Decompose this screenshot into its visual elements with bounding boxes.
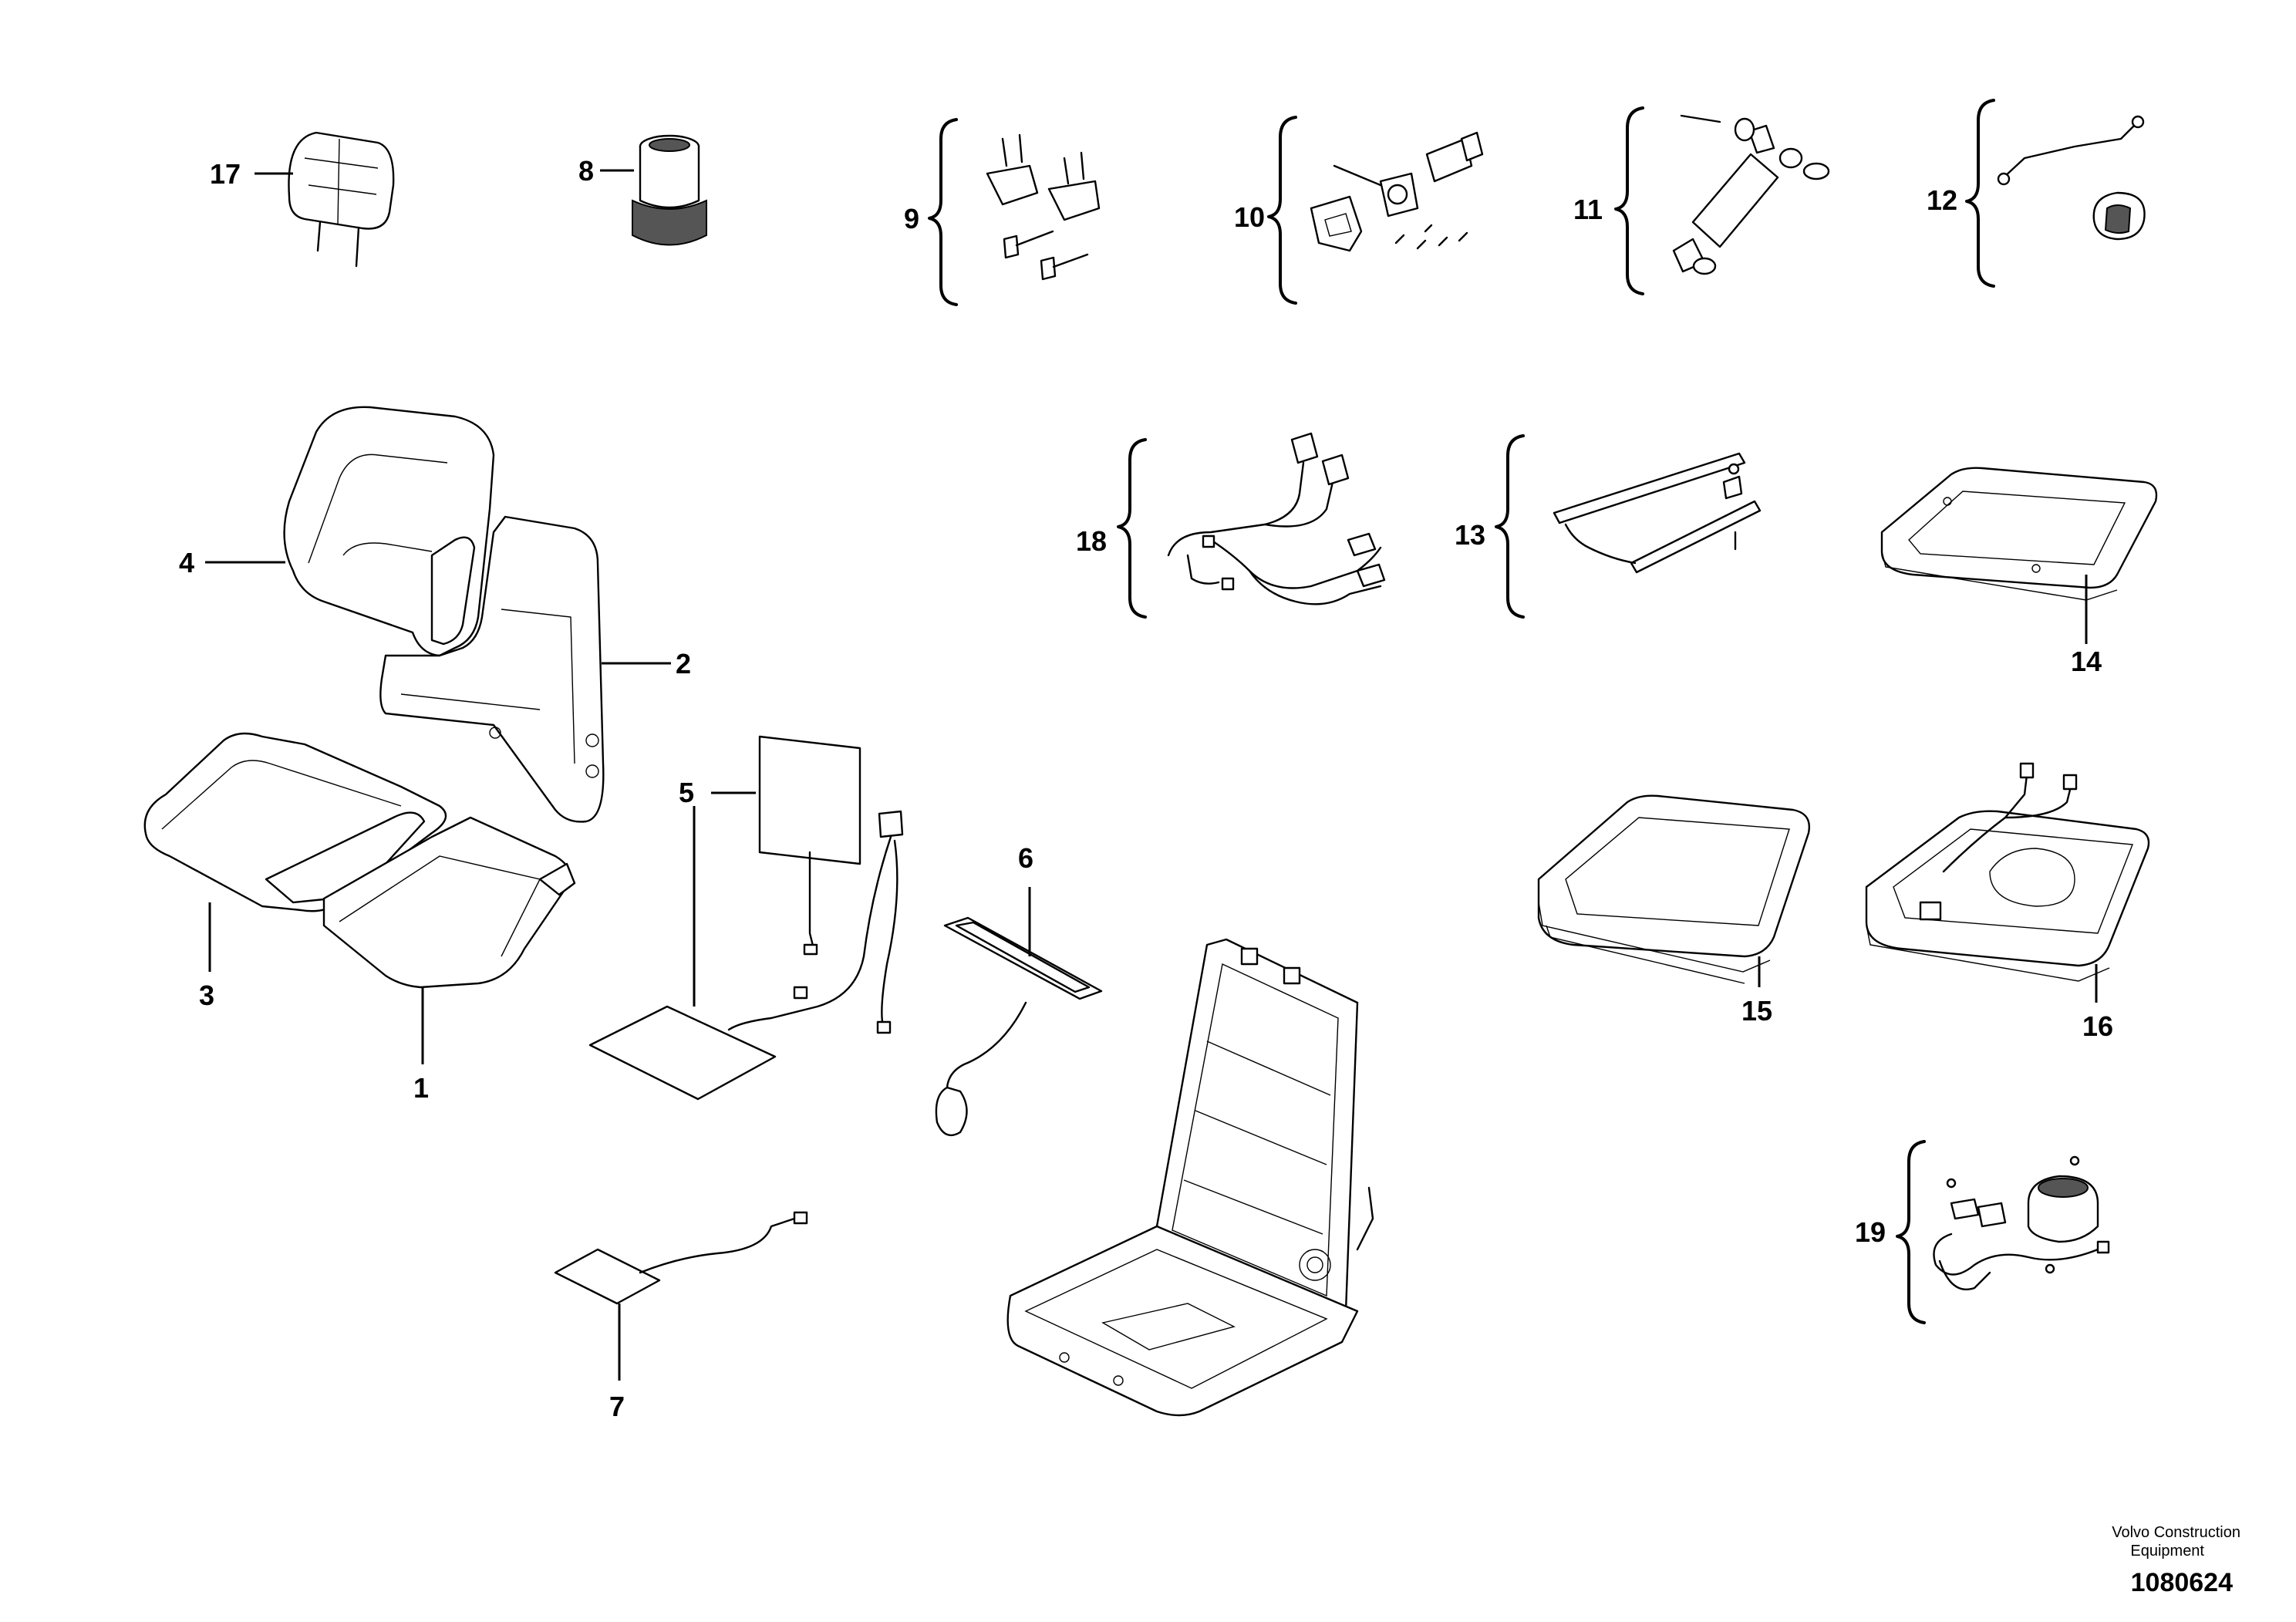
callout-11: 11 bbox=[1573, 194, 1603, 225]
part-3-seat-cushion bbox=[143, 732, 447, 912]
part-7-sensor-pad bbox=[554, 1211, 808, 1305]
brace-19 bbox=[1896, 1140, 1926, 1324]
part-2-backrest-shell bbox=[379, 515, 605, 823]
callout-10: 10 bbox=[1234, 201, 1265, 233]
callout-1: 1 bbox=[413, 1072, 429, 1104]
brace-13 bbox=[1495, 434, 1525, 619]
brace-9 bbox=[928, 118, 958, 306]
seat-frame bbox=[1006, 938, 1374, 1417]
callout-13: 13 bbox=[1455, 519, 1485, 551]
brace-18 bbox=[1117, 438, 1147, 619]
part-5-heating-pads bbox=[588, 735, 904, 1101]
part-9-clips bbox=[986, 133, 1101, 281]
part-13-slide-rails bbox=[1553, 452, 1762, 574]
callout-7: 7 bbox=[609, 1391, 625, 1422]
callout-16: 16 bbox=[2082, 1010, 2113, 1042]
part-8-cup bbox=[632, 134, 707, 246]
callout-19: 19 bbox=[1855, 1216, 1886, 1248]
callout-8: 8 bbox=[578, 155, 594, 187]
callout-2: 2 bbox=[676, 648, 691, 679]
part-15-suspension-cover bbox=[1537, 794, 1810, 984]
callout-3: 3 bbox=[199, 980, 214, 1011]
part-6-lumbar-bladder bbox=[935, 916, 1103, 1136]
drawing-number: 1080624 bbox=[2131, 1568, 2233, 1597]
part-16-suspension-unit bbox=[1865, 762, 2150, 982]
brand-line-2: Equipment bbox=[2130, 1543, 2204, 1560]
callout-4: 4 bbox=[179, 547, 194, 578]
brace-12 bbox=[1965, 99, 1995, 288]
part-1-seat-pan bbox=[322, 816, 576, 989]
part-10-latch bbox=[1310, 131, 1484, 252]
callout-5: 5 bbox=[679, 777, 694, 808]
brace-11 bbox=[1614, 106, 1644, 295]
callout-6: 6 bbox=[1018, 842, 1033, 874]
part-17-headrest bbox=[288, 131, 395, 268]
part-18-wiring-harness bbox=[1167, 432, 1386, 605]
brand-line-1: Volvo Construction bbox=[2112, 1524, 2240, 1541]
part-14-bellows-frame bbox=[1880, 467, 2158, 601]
part-12-lever bbox=[1997, 115, 2146, 241]
part-11-gas-spring bbox=[1672, 114, 1830, 275]
part-19-compressor-kit bbox=[1933, 1155, 2110, 1290]
callout-15: 15 bbox=[1741, 995, 1772, 1027]
callout-12: 12 bbox=[1927, 184, 1957, 216]
callout-9: 9 bbox=[904, 203, 919, 234]
part-4-backrest-cushion bbox=[283, 406, 495, 657]
callout-18: 18 bbox=[1076, 525, 1107, 557]
callout-14: 14 bbox=[2071, 646, 2102, 677]
brace-10 bbox=[1267, 116, 1297, 305]
callout-17: 17 bbox=[210, 158, 241, 190]
